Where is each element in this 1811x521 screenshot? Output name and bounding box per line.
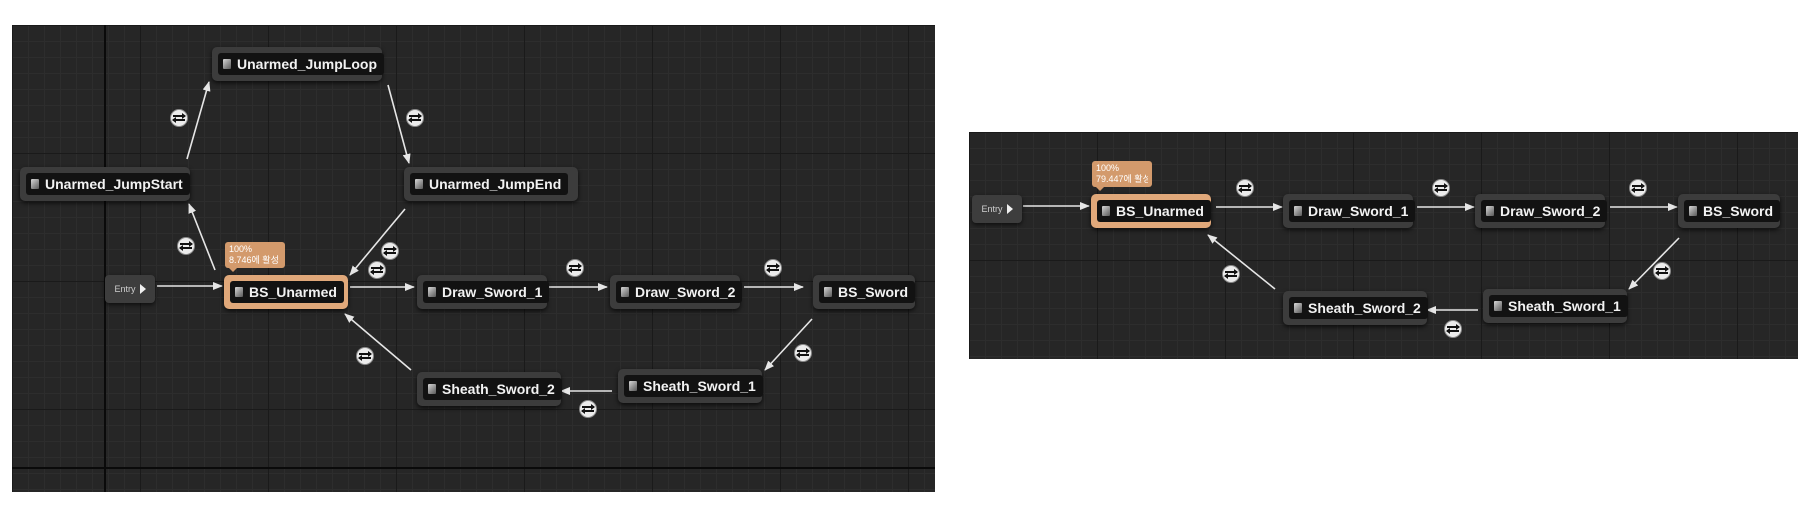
state-name: BS_Unarmed (1116, 203, 1204, 219)
state-name: Draw_Sword_1 (442, 284, 543, 300)
state-node-icon (235, 287, 243, 297)
grid-origin-line-horizontal (12, 467, 935, 469)
transition-rule-icon[interactable] (1236, 179, 1254, 197)
state-name: Unarmed_JumpEnd (429, 176, 562, 192)
transition-rule-icon[interactable] (1222, 265, 1240, 283)
state-machine-graph-right[interactable]: Entry 100% 79.447에 활성 BS_Unarmed Draw_Sw… (969, 132, 1798, 359)
transition-rule-icon[interactable] (381, 242, 399, 260)
transition-rule-icon[interactable] (170, 109, 188, 127)
state-name: Draw_Sword_2 (635, 284, 736, 300)
wire-jump-end-to-bs-unarmed (349, 208, 406, 276)
state-node-bs-sword[interactable]: BS_Sword (813, 275, 916, 309)
transition-rule-icon[interactable] (566, 259, 584, 277)
transition-wires-right (1023, 202, 1680, 314)
state-machine-graph-left[interactable]: Entry Unarmed_JumpLoop Unarmed_JumpStart… (12, 25, 935, 492)
state-node-icon (428, 384, 436, 394)
transition-rule-icon[interactable] (1432, 179, 1450, 197)
entry-node[interactable]: Entry (105, 275, 155, 303)
state-node-sheath-sword-1[interactable]: Sheath_Sword_1 (1483, 289, 1628, 323)
state-node-draw-sword-1[interactable]: Draw_Sword_1 (1283, 194, 1416, 228)
state-node-sheath-sword-1[interactable]: Sheath_Sword_1 (618, 369, 763, 403)
state-node-sheath-sword-2[interactable]: Sheath_Sword_2 (417, 372, 562, 406)
state-node-icon (1494, 301, 1502, 311)
tooltip-active-time: 79.447에 활성 (1096, 174, 1148, 184)
state-name: Sheath_Sword_1 (1508, 298, 1621, 314)
entry-node[interactable]: Entry (972, 195, 1022, 223)
transition-rule-icon[interactable] (356, 347, 374, 365)
state-node-icon (629, 381, 637, 391)
state-name: BS_Sword (1703, 203, 1774, 219)
grid-origin-line-vertical (104, 25, 106, 492)
state-node-bs-unarmed[interactable]: BS_Unarmed (224, 275, 348, 309)
transition-rule-icon[interactable] (794, 344, 812, 362)
active-state-tooltip: 100% 79.447에 활성 (1092, 161, 1152, 191)
state-node-jump-end[interactable]: Unarmed_JumpEnd (404, 167, 578, 201)
state-node-draw-sword-2[interactable]: Draw_Sword_2 (1475, 194, 1608, 228)
state-node-bs-unarmed[interactable]: BS_Unarmed (1091, 194, 1211, 228)
state-node-icon (1689, 206, 1697, 216)
state-name: BS_Unarmed (249, 284, 337, 300)
state-name: Unarmed_JumpStart (45, 176, 183, 192)
wire-bs-sword-to-sheath-1 (1628, 237, 1680, 290)
state-name: Unarmed_JumpLoop (237, 56, 378, 72)
state-name: BS_Sword (838, 284, 909, 300)
entry-label: Entry (114, 284, 136, 294)
state-node-draw-sword-2[interactable]: Draw_Sword_2 (610, 275, 743, 309)
state-node-icon (1294, 303, 1302, 313)
tooltip-weight: 100% (229, 244, 253, 254)
state-node-icon (31, 179, 39, 189)
wire-sheath-2-to-bs-unarmed (344, 313, 412, 371)
active-state-tooltip: 100% 8.746에 활성 (225, 242, 285, 272)
transition-rule-icon[interactable] (177, 237, 195, 255)
state-node-icon (428, 287, 436, 297)
tooltip-active-time: 8.746에 활성 (229, 255, 279, 265)
wire-jump-start-to-jump-loop (186, 81, 211, 160)
state-node-icon (621, 287, 629, 297)
state-name: Draw_Sword_1 (1308, 203, 1409, 219)
transition-rule-icon[interactable] (1653, 262, 1671, 280)
state-name: Sheath_Sword_2 (442, 381, 555, 397)
entry-arrow-icon (139, 284, 146, 294)
transition-rule-icon[interactable] (764, 259, 782, 277)
transition-rule-icon[interactable] (368, 261, 386, 279)
wire-bs-sword-to-sheath-1 (764, 318, 813, 371)
state-name: Sheath_Sword_2 (1308, 300, 1421, 316)
wire-jump-loop-to-jump-end (387, 84, 411, 164)
state-node-bs-sword[interactable]: BS_Sword (1678, 194, 1781, 228)
state-node-jump-loop[interactable]: Unarmed_JumpLoop (212, 47, 385, 81)
transition-rule-icon[interactable] (579, 400, 597, 418)
entry-label: Entry (981, 204, 1003, 214)
state-node-icon (1294, 206, 1302, 216)
state-node-jump-start[interactable]: Unarmed_JumpStart (20, 167, 190, 201)
state-node-sheath-sword-2[interactable]: Sheath_Sword_2 (1283, 291, 1428, 325)
tooltip-weight: 100% (1096, 163, 1120, 173)
state-node-draw-sword-1[interactable]: Draw_Sword_1 (417, 275, 550, 309)
state-node-icon (1486, 206, 1494, 216)
transition-rule-icon[interactable] (1629, 179, 1647, 197)
state-node-icon (1102, 206, 1110, 216)
state-node-icon (223, 59, 231, 69)
wire-sheath-2-to-bs-unarmed (1207, 234, 1276, 290)
state-node-icon (415, 179, 423, 189)
transition-rule-icon[interactable] (406, 109, 424, 127)
entry-arrow-icon (1006, 204, 1013, 214)
transition-wires-left (157, 81, 813, 395)
state-name: Sheath_Sword_1 (643, 378, 756, 394)
state-node-icon (824, 287, 832, 297)
wire-bs-unarmed-to-jump-start (188, 203, 216, 271)
transition-rule-icon[interactable] (1444, 320, 1462, 338)
state-name: Draw_Sword_2 (1500, 203, 1601, 219)
